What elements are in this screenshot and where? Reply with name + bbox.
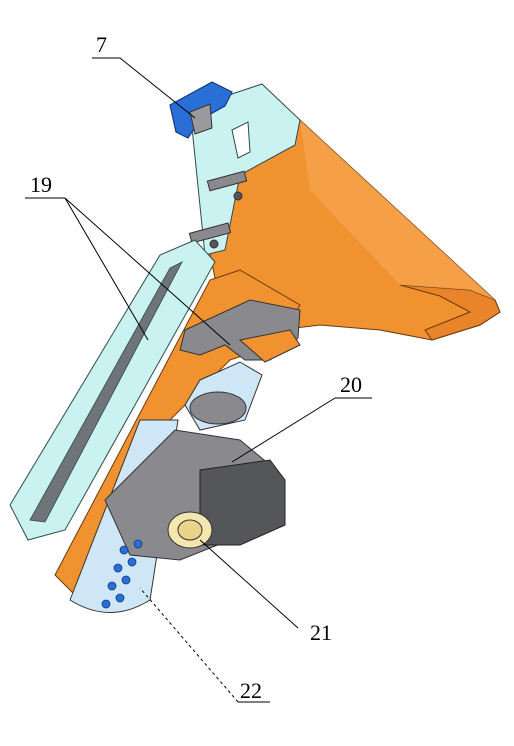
side-plate-slot [231,121,251,159]
motor-housing [199,459,286,546]
brackets [188,170,248,249]
label-19: 19 [30,172,52,197]
label-22: 22 [240,678,262,703]
handle-mount [189,103,213,135]
arm-clamp [238,329,301,363]
leader-lines [25,57,372,703]
trough-groove [29,261,183,523]
flange [189,391,247,425]
blue-studs-22 [101,539,143,609]
label-7: 7 [96,32,107,57]
funnel-inner-shadow [300,120,495,300]
label-20: 20 [340,372,362,397]
bearing-21 [167,511,213,549]
label-21: 21 [310,620,332,645]
